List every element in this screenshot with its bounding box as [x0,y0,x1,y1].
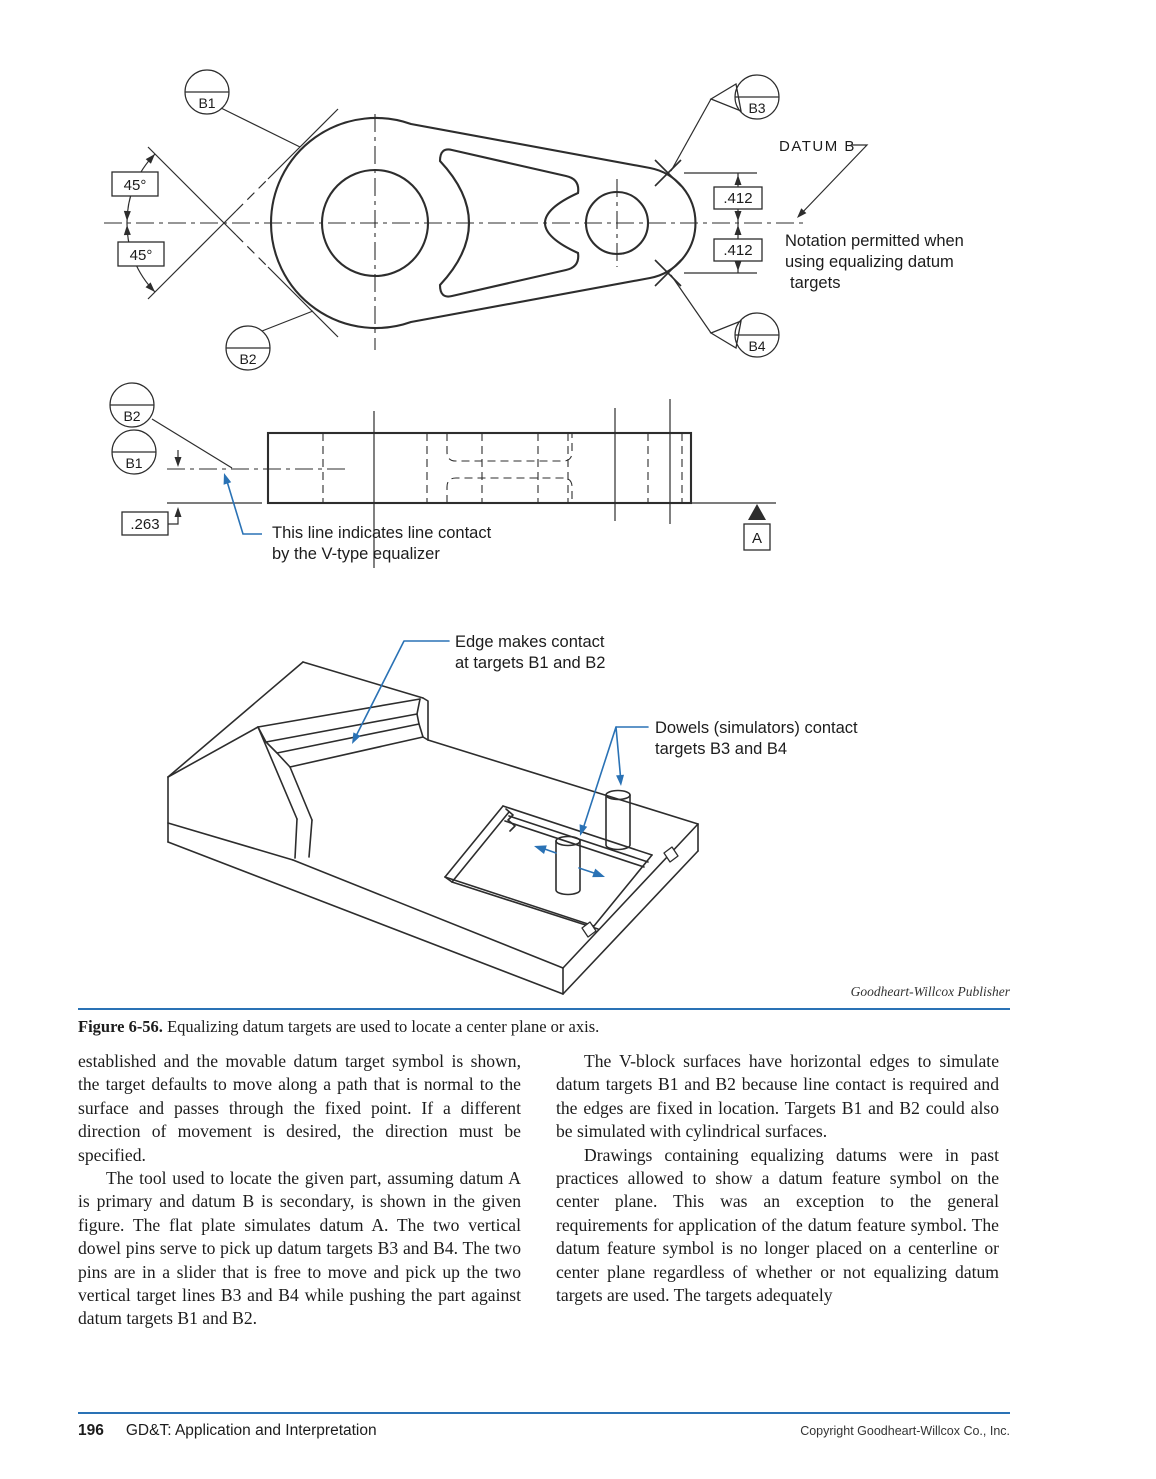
line-contact-note: This line indicates line contact by the … [272,524,492,563]
datum-target-b3-label: B3 [748,100,765,116]
datum-target-symbol-b2-side: B2 [109,382,233,469]
paragraph: established and the movable datum target… [78,1051,521,1165]
datum-target-symbol-b2: B2 [225,310,314,371]
datum-b-label: DATUM B [779,138,856,155]
copyright-notice: Copyright Goodheart-Willcox Co., Inc. [800,1424,1010,1438]
dowels-note-line1: Dowels (simulators) contact [655,719,858,737]
movable-datum-target-symbol-b4: B4 [670,274,780,358]
datum-target-b2-label: B2 [239,351,256,367]
datum-a-box [743,523,771,551]
datum-target-b4-label: B4 [748,338,765,354]
dim-45-bottom: 45° [130,247,153,264]
base-plate [167,739,699,995]
dowel-pin-front [555,835,581,896]
datum-target-b1-label: B1 [198,95,215,111]
dim-box-263 [121,511,169,536]
publisher-credit: Goodheart-Willcox Publisher [850,984,1010,999]
movable-datum-target-symbol-b3: B3 [670,74,780,172]
line-contact-note-line2: by the V-type equalizer [272,545,440,563]
figure-caption: Figure 6-56. Equalizing datum targets ar… [78,1016,1010,1038]
dowels-note-line2: targets B3 and B4 [655,740,787,758]
top-view-drawing: .412 .412 45° 45° B1 B2 B3 [104,69,964,371]
slider-recess [444,805,679,938]
page-number: 196 [78,1422,104,1439]
datum-a-label: A [752,530,762,547]
target-point-b3 [654,159,682,187]
dim-box-412-bottom [713,238,763,262]
slider-motion-arrows [534,845,605,878]
notation-note-line2: using equalizing datum [785,253,954,271]
slider-slot-notch-front [581,921,597,938]
small-hole [584,190,650,256]
paragraph: Drawings containing equalizing datums we… [556,1144,999,1306]
notation-note: Notation permitted when using equalizing… [785,232,964,292]
slider-slot-notch-right [663,846,679,863]
page-footer: 196 GD&T: Application and Interpretation… [78,1422,1010,1440]
book-title: GD&T: Application and Interpretation [125,1422,377,1439]
edge-contact-note: Edge makes contact at targets B1 and B2 [455,633,605,672]
datum-target-symbol-b1: B1 [184,69,301,148]
right-column: The V-block surfaces have horizontal edg… [556,1050,999,1331]
line-contact-note-line1: This line indicates line contact [272,524,492,542]
dowels-note: Dowels (simulators) contact targets B3 a… [655,719,858,758]
body-text: established and the movable datum target… [78,1050,999,1331]
notation-note-line1: Notation permitted when [785,232,964,250]
dim-box-412-top [713,186,763,210]
edge-contact-note-line1: Edge makes contact [455,633,605,651]
dim-412-bottom: .412 [723,242,752,259]
datum-feature-symbol-a: A [691,502,776,551]
side-view-drawing: .263 B2 B1 A This line indicates line co… [109,382,776,568]
datum-a-triangle [748,504,766,520]
figure-6-56-drawing: .412 .412 45° 45° B1 B2 B3 [104,69,964,995]
notation-note-line3: targets [790,274,840,292]
part-outline-top-view [270,116,697,330]
large-hole [320,168,430,278]
waisted-slot-cutout [438,148,580,298]
part-outline-side-view [266,431,693,505]
datum-target-b2-side-label: B2 [123,408,140,424]
dim-box-45-bottom [117,241,165,267]
datum-target-symbol-b1-side: B1 [111,429,157,475]
edge-contact-note-line2: at targets B1 and B2 [455,654,605,672]
dim-263: .263 [130,516,159,533]
v-block [167,661,429,861]
figure-caption-label: Figure 6-56. [78,1017,163,1036]
isometric-fixture-drawing: Edge makes contact at targets B1 and B2 … [167,633,858,995]
dowel-pin-back [605,789,631,851]
datum-target-b1-side-label: B1 [125,455,142,471]
target-point-b4 [654,259,682,287]
dim-45-top: 45° [124,177,147,194]
paragraph: The tool used to locate the given part, … [78,1168,521,1329]
figure-caption-text: Equalizing datum targets are used to loc… [162,1017,600,1036]
dim-box-45-top [111,171,159,197]
left-column: established and the movable datum target… [78,1050,521,1331]
paragraph: The V-block surfaces have horizontal edg… [556,1051,999,1142]
dim-412-top: .412 [723,190,752,207]
footer-rule [78,1412,1010,1414]
caption-rule [78,1008,1010,1010]
